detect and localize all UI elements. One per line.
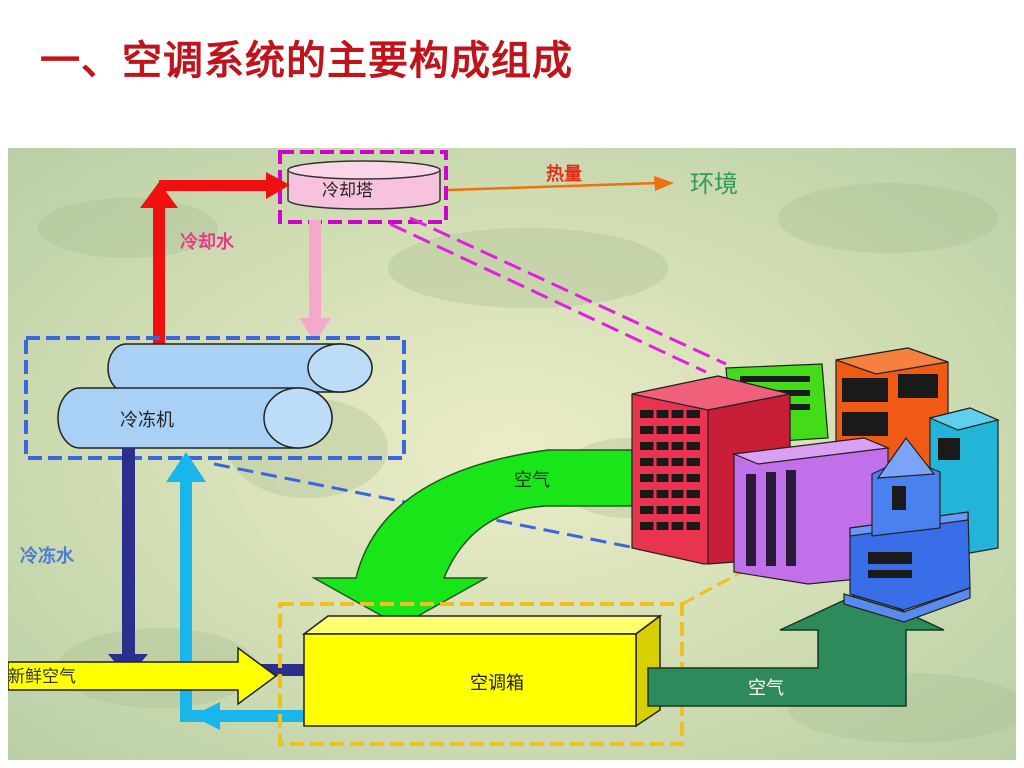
air-label-top: 空气	[514, 470, 550, 491]
tower-to-building-dashes	[389, 216, 727, 374]
environment-label: 环境	[690, 170, 738, 198]
supply-air-arrow	[647, 591, 945, 707]
heat-label: 热量	[546, 163, 582, 185]
fresh-air-label: 新鲜空气	[8, 667, 76, 687]
cooling-water-label: 冷却水	[180, 231, 235, 253]
chiller-tube-upper	[107, 343, 373, 393]
return-air-arrow	[311, 449, 633, 627]
cooling-tower-label: 冷却塔	[322, 181, 373, 201]
slide-title: 一、空调系统的主要构成组成	[40, 38, 573, 84]
fresh-air-arrow	[8, 646, 278, 706]
chiller-tube-lower	[57, 387, 333, 449]
building-cluster	[631, 347, 1000, 623]
chiller-label: 冷冻机	[120, 410, 174, 431]
heat-arrow	[447, 176, 674, 192]
chilled-water-label: 冷冻水	[20, 545, 75, 567]
cooling-tower-frame	[278, 150, 448, 224]
hvac-system-diagram: 冷却塔 热量 环境 冷却水 冷冻机	[8, 148, 1016, 760]
ahu-box	[301, 614, 663, 728]
tower-to-chiller-arrow	[299, 220, 331, 342]
air-label-bottom: 空气	[748, 678, 784, 699]
ahu-label: 空调箱	[470, 673, 524, 694]
chiller-frame	[24, 336, 406, 460]
cooling-tower	[287, 160, 441, 210]
cooling-water-arrow	[140, 172, 290, 348]
